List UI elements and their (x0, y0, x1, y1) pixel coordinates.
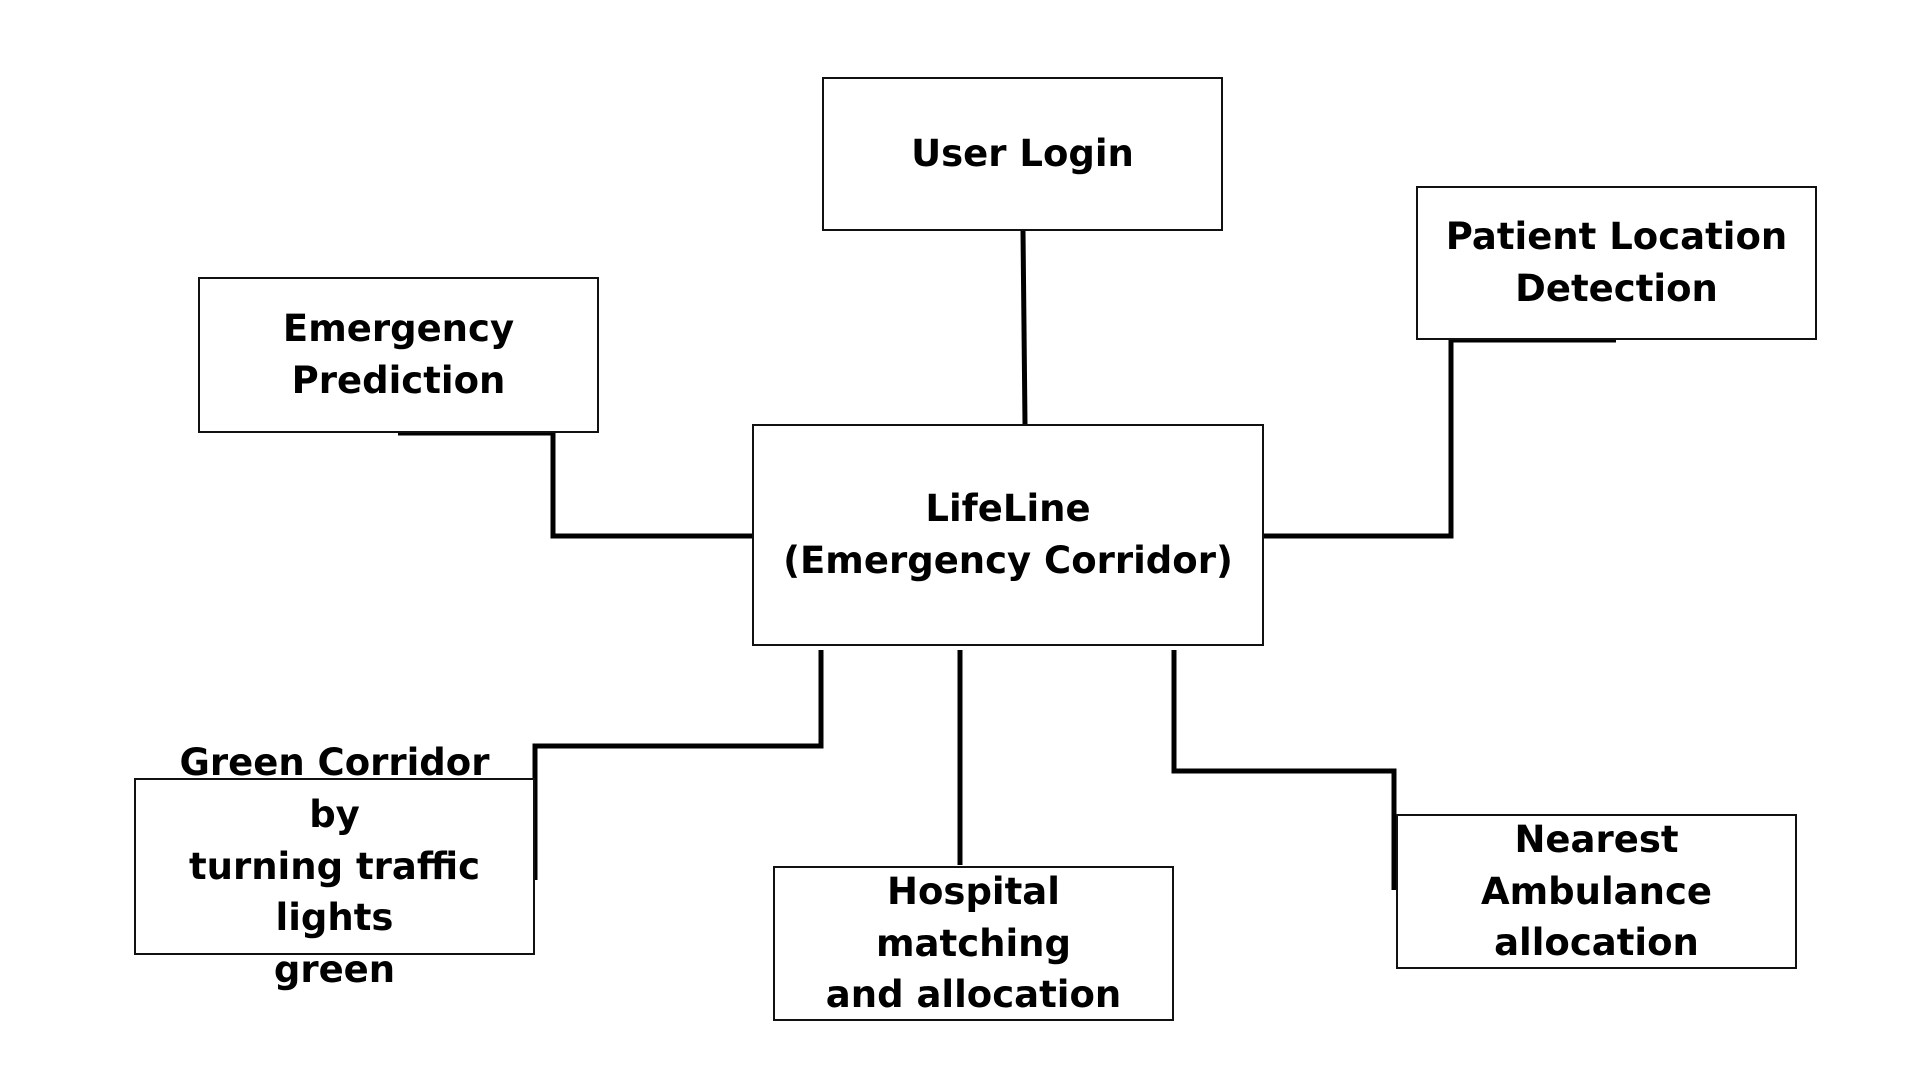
connector-user-login (1020, 230, 1028, 425)
connector-emergency-prediction (398, 430, 752, 539)
node-patient-location-label: Patient Location Detection (1445, 215, 1788, 310)
node-hospital-matching-label: Hospital matching and allocation (825, 869, 1122, 1017)
node-hospital-matching: Hospital matching and allocation (773, 866, 1174, 1021)
node-user-login-label: User Login (911, 132, 1134, 176)
connector-green-corridor (532, 650, 824, 880)
node-emergency-prediction: Emergency Prediction (198, 277, 599, 433)
node-green-corridor-label: Green Corridor by turning traffic lights… (179, 741, 490, 992)
node-nearest-ambulance-label: Nearest Ambulance allocation (1480, 817, 1713, 965)
node-green-corridor: Green Corridor by turning traffic lights… (134, 741, 535, 991)
node-patient-location-detection: Patient Location Detection (1416, 186, 1817, 340)
connector-nearest-ambulance (1171, 650, 1397, 890)
node-user-login: User Login (822, 77, 1223, 231)
center-node-label: LifeLine (Emergency Corridor) (783, 487, 1233, 582)
connector-patient-location (1264, 337, 1616, 539)
node-nearest-ambulance: Nearest Ambulance allocation (1396, 814, 1797, 969)
node-emergency-prediction-label: Emergency Prediction (282, 307, 515, 402)
center-node-lifeline: LifeLine (Emergency Corridor) (752, 424, 1264, 646)
